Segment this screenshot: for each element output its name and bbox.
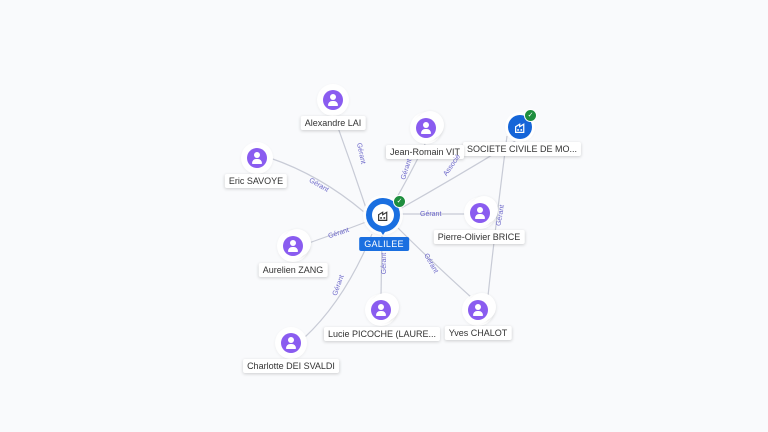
person-node-jean-romain-vit[interactable] bbox=[412, 111, 444, 142]
person-node-aurelien-zang[interactable] bbox=[279, 229, 311, 260]
person-icon bbox=[283, 236, 303, 256]
person-label[interactable]: Lucie PICOCHE (LAURE... bbox=[323, 327, 441, 341]
person-node-eric-savoye[interactable] bbox=[243, 144, 271, 172]
person-icon bbox=[371, 300, 391, 320]
company-node-label[interactable]: SOCIETE CIVILE DE MO... bbox=[462, 142, 582, 156]
person-node-alexandre-lai[interactable] bbox=[319, 86, 347, 114]
check-badge-icon: ✓ bbox=[524, 109, 537, 122]
person-node-lucie-picoche[interactable] bbox=[367, 293, 399, 324]
center-company-label[interactable]: GALILEE bbox=[359, 237, 409, 251]
person-label[interactable]: Yves CHALOT bbox=[444, 326, 512, 340]
person-icon bbox=[247, 148, 267, 168]
person-icon bbox=[281, 333, 301, 353]
person-node-charlotte-dei-svaldi[interactable] bbox=[277, 329, 305, 357]
person-icon bbox=[470, 203, 490, 223]
check-badge-icon: ✓ bbox=[393, 195, 406, 208]
person-label[interactable]: Charlotte DEI SVALDI bbox=[243, 359, 339, 373]
person-icon bbox=[416, 118, 436, 138]
person-label[interactable]: Jean-Romain VIT bbox=[385, 145, 465, 159]
person-icon bbox=[468, 300, 488, 320]
center-company-node[interactable]: ✓ bbox=[366, 195, 406, 238]
person-label[interactable]: Alexandre LAI bbox=[300, 116, 366, 130]
person-label[interactable]: Aurelien ZANG bbox=[258, 263, 328, 277]
person-node-yves-chalot[interactable] bbox=[464, 293, 496, 324]
edge-label: Gérant bbox=[381, 252, 389, 275]
company-pin[interactable] bbox=[366, 198, 400, 238]
edge-line bbox=[397, 227, 473, 299]
company-building-icon bbox=[372, 204, 394, 226]
edge-label: Gérant bbox=[420, 211, 442, 218]
person-label[interactable]: Pierre-Olivier BRICE bbox=[433, 230, 525, 244]
edge-line bbox=[305, 221, 367, 245]
edge-line bbox=[269, 157, 365, 213]
person-label[interactable]: Eric SAVOYE bbox=[224, 174, 288, 188]
company-node[interactable]: ✓ bbox=[508, 109, 537, 139]
edge-line bbox=[487, 135, 508, 297]
person-node-pierre-olivier-brice[interactable] bbox=[466, 196, 498, 227]
person-icon bbox=[323, 90, 343, 110]
